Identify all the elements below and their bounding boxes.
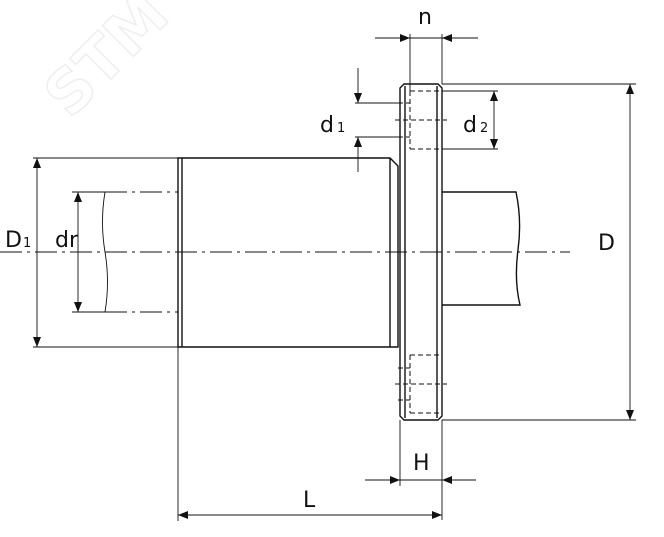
dimension-D1: D 1 [5, 157, 178, 348]
svg-text:STM: STM [31, 0, 182, 131]
dimension-dr: dr [55, 191, 105, 313]
dimension-D: D [442, 83, 636, 421]
svg-text:n: n [418, 5, 432, 30]
svg-text:d: d [320, 113, 334, 138]
hidden-hole-top [395, 90, 447, 150]
hidden-hole-bottom [395, 354, 447, 414]
svg-text:D: D [598, 231, 615, 256]
svg-text:2: 2 [480, 121, 488, 136]
svg-text:L: L [303, 488, 316, 513]
dimension-L: L [177, 347, 442, 521]
watermark: STM [30, 0, 183, 131]
flange [399, 83, 443, 421]
dimension-d1: d 1 [320, 68, 400, 172]
sleeve-body [177, 157, 399, 348]
svg-text:H: H [413, 451, 430, 476]
shaft-right [442, 191, 521, 306]
dimension-H: H [365, 420, 476, 520]
dimension-d2: d 2 [442, 90, 498, 150]
svg-text:1: 1 [337, 121, 345, 136]
svg-text:d: d [463, 113, 477, 138]
svg-text:D: D [5, 228, 22, 253]
svg-text:1: 1 [23, 236, 31, 251]
svg-text:dr: dr [55, 228, 79, 253]
dimension-n: n [375, 5, 478, 91]
bore-left [102, 191, 178, 313]
